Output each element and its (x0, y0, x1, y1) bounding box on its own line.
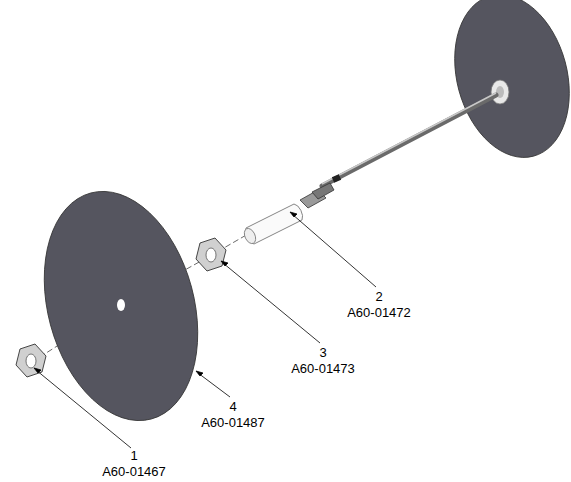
shaft-rod (322, 93, 496, 186)
leader-lines (34, 212, 376, 448)
hex-nut (16, 344, 46, 377)
callout-number: 1 (130, 448, 137, 463)
part-number: A60-01473 (291, 361, 355, 376)
callout-number: 3 (319, 345, 326, 360)
cylinder-part (242, 204, 302, 245)
part-number: A60-01472 (347, 305, 411, 320)
fitting (300, 183, 334, 208)
callout-number: 4 (229, 399, 236, 414)
disc-part (20, 174, 222, 438)
part-number: A60-01487 (201, 415, 265, 430)
part-number: A60-01467 (102, 464, 166, 479)
hex-nut (196, 238, 226, 271)
end-disc (437, 0, 571, 170)
callout-number: 2 (375, 289, 382, 304)
